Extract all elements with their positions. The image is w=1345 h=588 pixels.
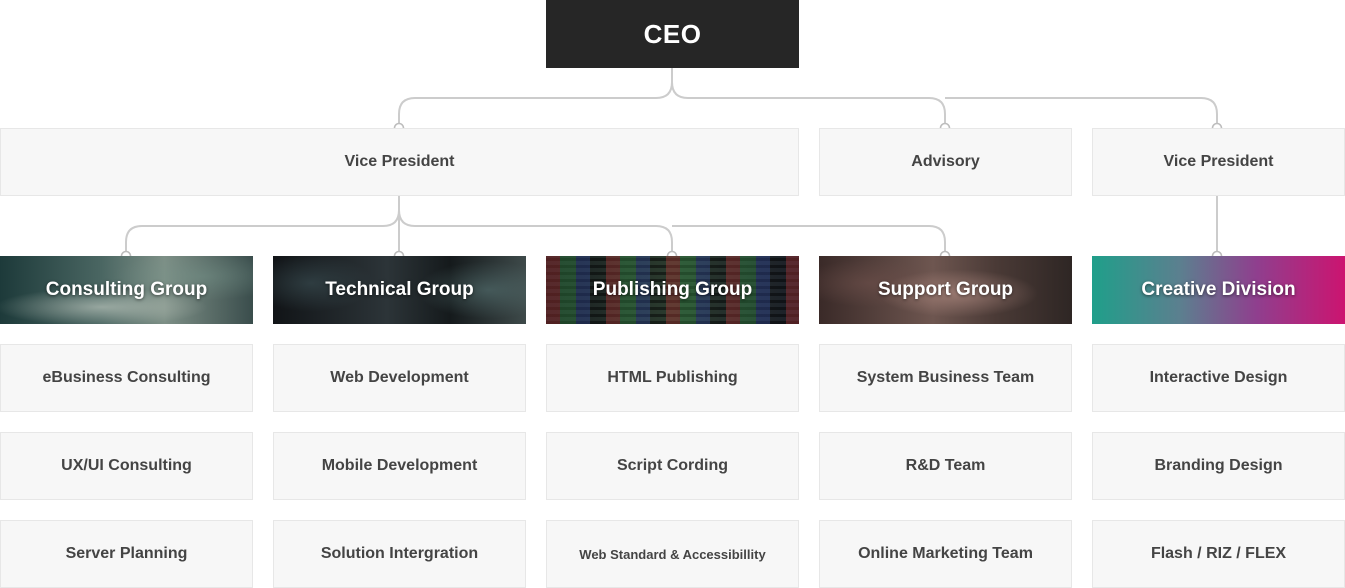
team-box: Server Planning bbox=[0, 520, 253, 588]
team-label: Interactive Design bbox=[1149, 369, 1288, 386]
team-label: Mobile Development bbox=[321, 457, 478, 474]
vice-president-left-label: Vice President bbox=[344, 153, 455, 170]
connector-ceo-vp-right bbox=[945, 97, 1218, 128]
connector-vp-support bbox=[672, 225, 946, 256]
group-title: Consulting Group bbox=[45, 279, 208, 300]
group-title: Technical Group bbox=[325, 279, 474, 300]
team-box: Online Marketing Team bbox=[819, 520, 1072, 588]
advisory-label: Advisory bbox=[911, 153, 980, 170]
technical-group-header: Technical Group bbox=[273, 256, 526, 324]
creative-division-header: Creative Division bbox=[1092, 256, 1345, 324]
consulting-group-header: Consulting Group bbox=[0, 256, 253, 324]
connector-ceo-vp-left bbox=[398, 68, 673, 128]
team-label: UX/UI Consulting bbox=[61, 457, 192, 474]
ceo-box: CEO bbox=[546, 0, 799, 68]
team-box: Solution Intergration bbox=[273, 520, 526, 588]
team-label: Branding Design bbox=[1154, 457, 1283, 474]
team-box: Web Standard & Accessibillity bbox=[546, 520, 799, 588]
connector-vp-consulting bbox=[125, 196, 400, 256]
team-box: System Business Team bbox=[819, 344, 1072, 412]
team-label: R&D Team bbox=[905, 457, 986, 474]
support-group-header: Support Group bbox=[819, 256, 1072, 324]
vice-president-left-box: Vice President bbox=[0, 128, 799, 196]
vice-president-right-label: Vice President bbox=[1163, 153, 1274, 170]
team-box: Script Cording bbox=[546, 432, 799, 500]
team-box: R&D Team bbox=[819, 432, 1072, 500]
team-box: Mobile Development bbox=[273, 432, 526, 500]
team-box: eBusiness Consulting bbox=[0, 344, 253, 412]
publishing-group-header: Publishing Group bbox=[546, 256, 799, 324]
advisory-box: Advisory bbox=[819, 128, 1072, 196]
connector-ceo-advisory bbox=[671, 68, 946, 128]
group-title: Publishing Group bbox=[592, 279, 753, 300]
connector-vp-publishing bbox=[398, 209, 673, 256]
team-label: System Business Team bbox=[856, 369, 1035, 386]
team-label: Flash / RIZ / FLEX bbox=[1150, 545, 1287, 562]
team-label: Web Development bbox=[330, 369, 469, 386]
team-box: Branding Design bbox=[1092, 432, 1345, 500]
team-label: HTML Publishing bbox=[607, 369, 738, 386]
ceo-label: CEO bbox=[643, 18, 702, 49]
team-box: HTML Publishing bbox=[546, 344, 799, 412]
group-title: Creative Division bbox=[1141, 279, 1296, 300]
team-box: UX/UI Consulting bbox=[0, 432, 253, 500]
team-label: Solution Intergration bbox=[320, 545, 479, 562]
team-label: Web Standard & Accessibillity bbox=[579, 546, 766, 562]
team-box: Flash / RIZ / FLEX bbox=[1092, 520, 1345, 588]
vice-president-right-box: Vice President bbox=[1092, 128, 1345, 196]
team-label: Server Planning bbox=[65, 545, 188, 562]
team-label: Script Cording bbox=[616, 457, 729, 474]
team-box: Interactive Design bbox=[1092, 344, 1345, 412]
team-label: Online Marketing Team bbox=[858, 545, 1033, 562]
team-box: Web Development bbox=[273, 344, 526, 412]
team-label: eBusiness Consulting bbox=[42, 369, 211, 386]
group-title: Support Group bbox=[877, 279, 1014, 300]
